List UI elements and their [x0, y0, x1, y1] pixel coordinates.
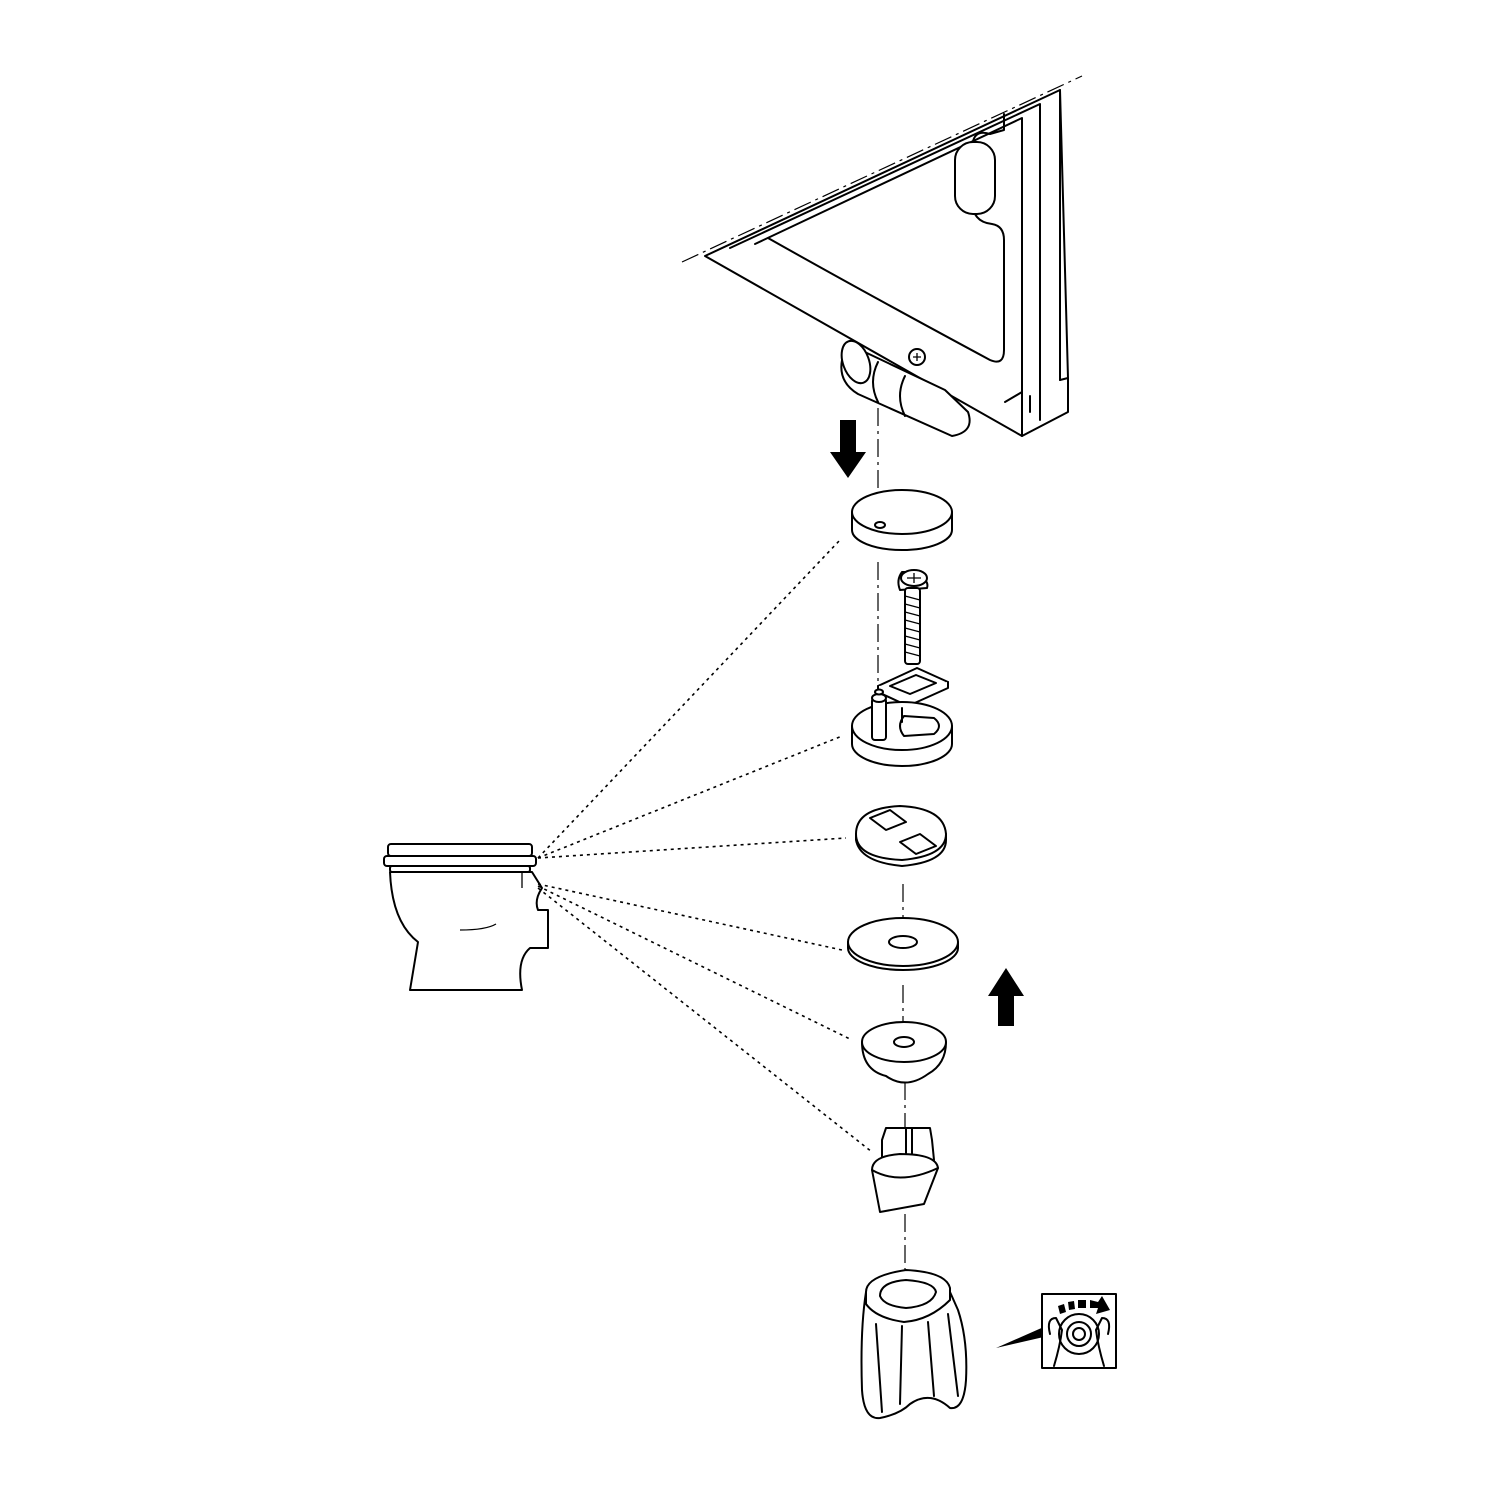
expansion-anchor [871, 1127, 939, 1213]
toilet-icon [383, 843, 549, 991]
rubber-grommet [861, 1021, 947, 1084]
gasket [877, 667, 949, 707]
knob-tool [860, 1269, 968, 1420]
leader-lines [537, 539, 873, 1153]
hinge-barrel [840, 339, 971, 437]
arrow-down-icon [830, 420, 866, 478]
washer [847, 917, 959, 971]
clip-plate [855, 805, 947, 867]
hand-tightening-icon [1041, 1293, 1117, 1369]
screw [897, 569, 929, 665]
hinge-base [851, 688, 953, 767]
cover-cap [851, 489, 953, 551]
lid-hinge-corner [681, 75, 1083, 437]
arrow-up-icon [988, 968, 1024, 1026]
